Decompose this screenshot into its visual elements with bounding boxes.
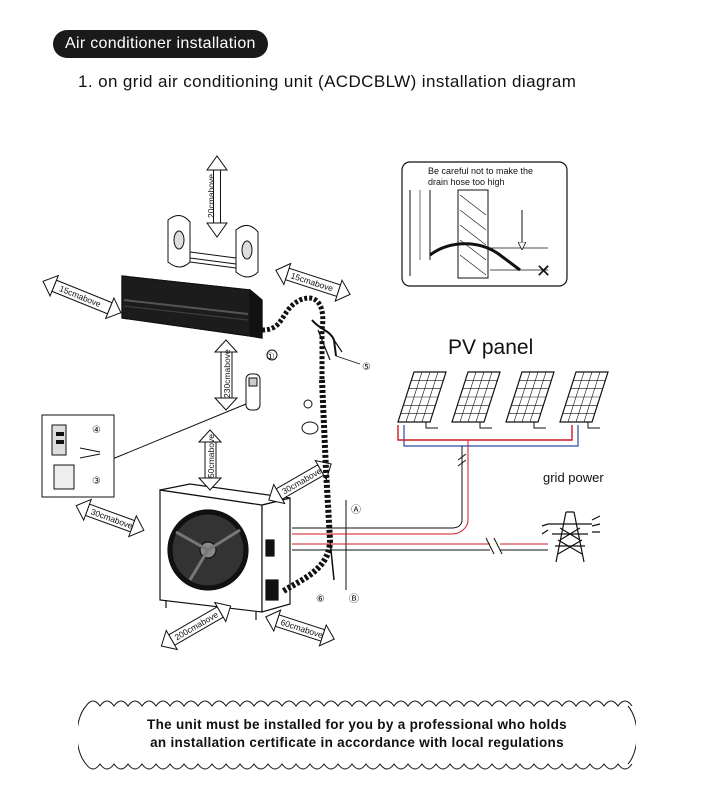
clearance-outdoor-right-label: 30cmabove bbox=[280, 466, 323, 497]
clearance-outdoor-top: 50cmabove bbox=[197, 429, 223, 491]
marker-4: ④ bbox=[92, 425, 101, 436]
marker-6: ⑥ bbox=[316, 594, 325, 605]
pipe-fitting bbox=[266, 349, 278, 361]
section-title: Air conditioner installation bbox=[53, 30, 268, 58]
clearance-right-indoor: 15cmabove bbox=[275, 262, 351, 303]
pv-panel bbox=[505, 371, 555, 429]
clearance-left-indoor: 15cmabove bbox=[42, 274, 122, 320]
marker-1: ① bbox=[266, 352, 275, 363]
transmission-tower-icon bbox=[541, 511, 601, 563]
pv-panel-array bbox=[397, 371, 609, 429]
outdoor-unit bbox=[159, 483, 291, 620]
pv-wiring bbox=[292, 425, 579, 555]
refrigerant-pipe bbox=[261, 295, 326, 380]
drain-hose-inset: Be careful not to make the drain hose to… bbox=[401, 161, 568, 287]
indoor-unit bbox=[121, 215, 326, 380]
clearance-remote-label: 230cmabove bbox=[222, 349, 232, 398]
warning-cross-icon: ✕ bbox=[536, 261, 551, 282]
installation-notice: The unit must be installed for you by a … bbox=[78, 700, 636, 770]
notice-line-2: an installation certificate in accordanc… bbox=[150, 735, 564, 750]
marker-5: ⑤ bbox=[362, 362, 371, 373]
inset-warning-line1: Be careful not to make the bbox=[428, 166, 533, 176]
clearance-outdoor-front-label: 200cmabove bbox=[173, 609, 220, 642]
notice-wavy-border bbox=[78, 700, 636, 770]
pv-panel bbox=[559, 371, 609, 429]
clearance-outdoor-left: 30cmabove bbox=[75, 498, 145, 538]
marker-3: ③ bbox=[92, 476, 101, 487]
pipe-bundle bbox=[280, 319, 361, 595]
marker-b: Ⓑ bbox=[349, 593, 359, 605]
clearance-outdoor-side: 60cmabove bbox=[265, 609, 335, 647]
grid-power-label: grid power bbox=[543, 470, 604, 485]
clearance-top-label: 20cmabove bbox=[206, 174, 216, 218]
clearance-right-indoor-label: 15cmabove bbox=[290, 270, 335, 293]
clearance-remote: 230cmabove bbox=[213, 339, 239, 411]
pv-panel-label: PV panel bbox=[448, 336, 533, 359]
inset-warning-line2: drain hose too high bbox=[428, 177, 505, 187]
marker-a: Ⓐ bbox=[351, 504, 361, 516]
clearance-top: 20cmabove bbox=[206, 155, 228, 238]
accessory-inset: ④ ③ bbox=[41, 414, 115, 498]
mounting-bracket bbox=[167, 215, 259, 278]
indoor-unit-body bbox=[121, 275, 263, 339]
clearance-outdoor-top-label: 50cmabove bbox=[206, 434, 216, 478]
diagram-subtitle: 1. on grid air conditioning unit (ACDCBL… bbox=[78, 72, 577, 91]
clearance-outdoor-side-label: 60cmabove bbox=[279, 617, 324, 640]
remote-control bbox=[109, 373, 261, 461]
pv-panel bbox=[397, 371, 447, 429]
pv-panel bbox=[451, 371, 501, 429]
clearance-outdoor-front: 200cmabove bbox=[160, 601, 232, 651]
notice-line-1: The unit must be installed for you by a … bbox=[147, 717, 567, 732]
